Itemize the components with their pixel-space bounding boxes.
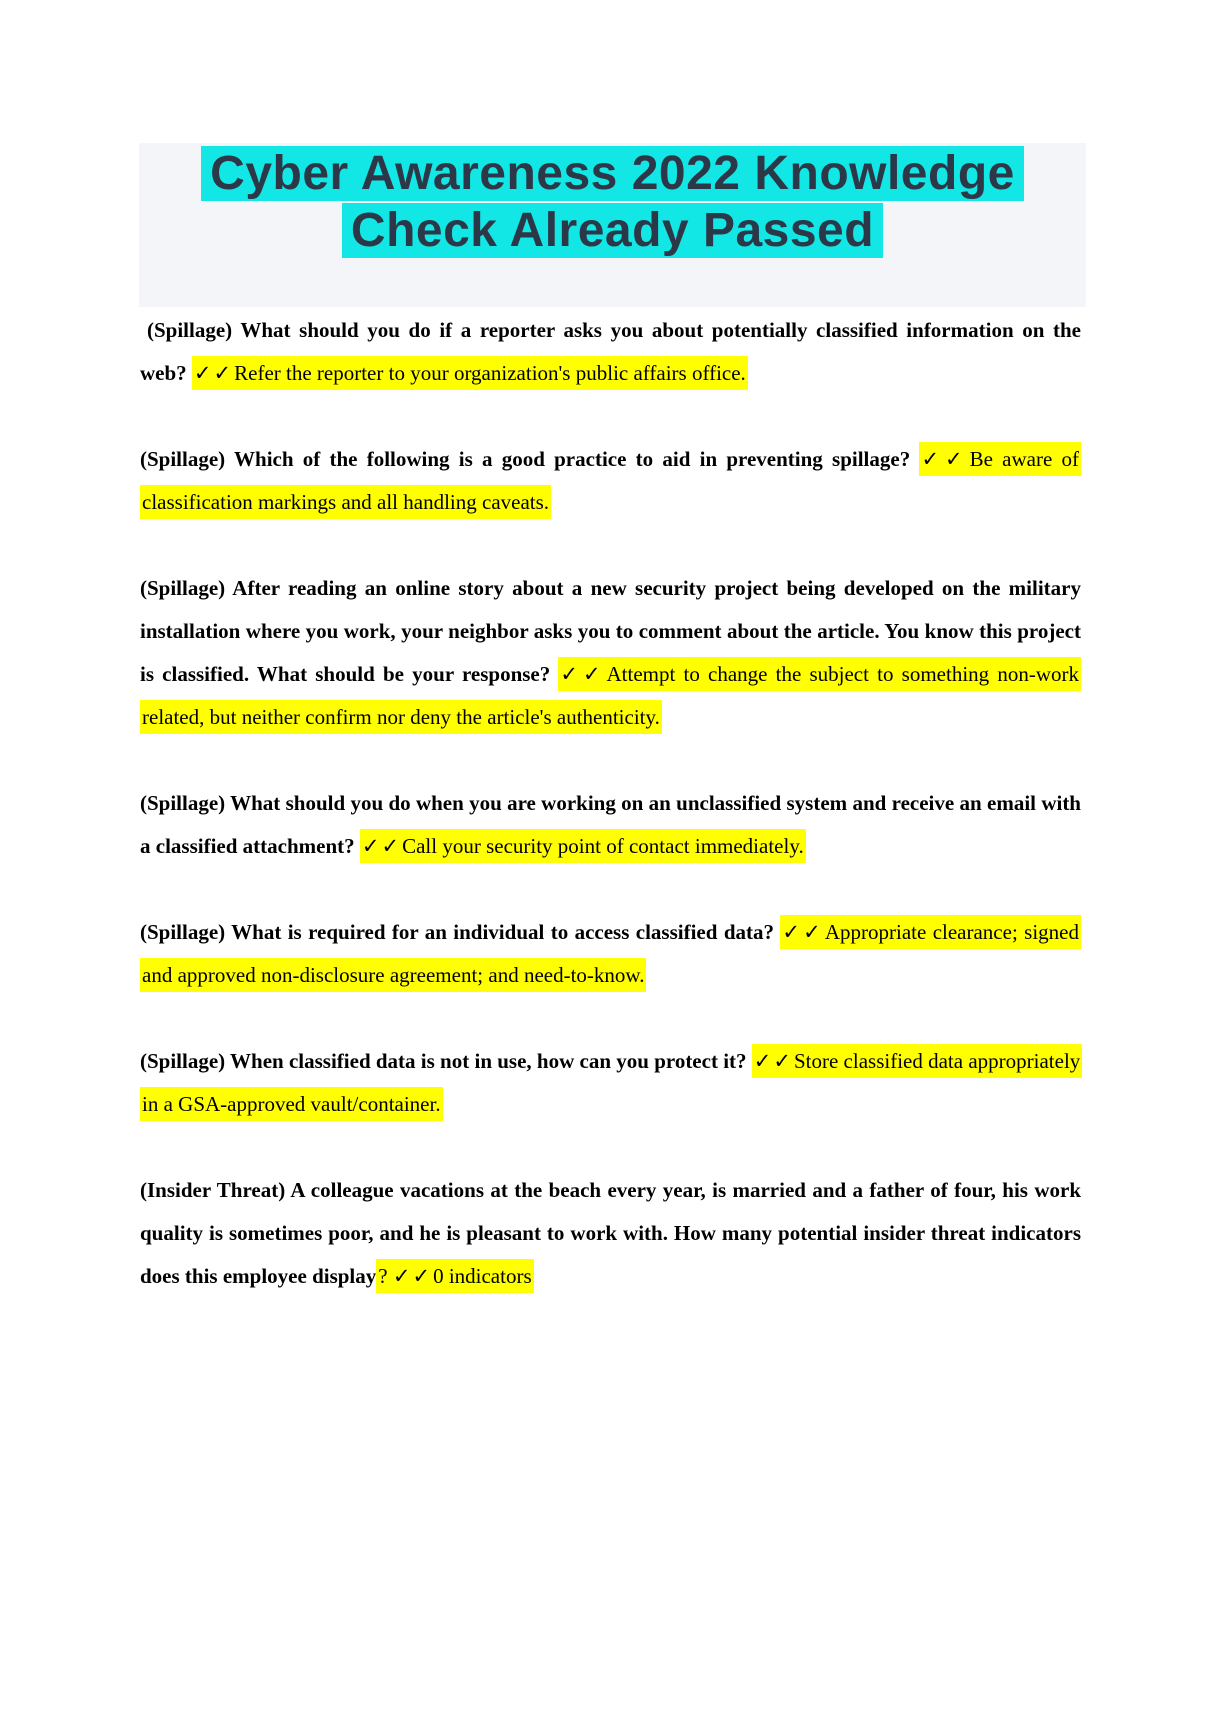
answer-text: Attempt to change the subject to somethi… [142, 662, 1079, 729]
qa-item: (Spillage) What should you do if a repor… [140, 309, 1081, 395]
double-check-icon: ✓✓ [782, 920, 824, 944]
answer-text: Refer the reporter to your organization'… [234, 361, 746, 385]
qa-item: (Spillage) After reading an online story… [140, 567, 1081, 739]
qa-item: (Spillage) When classified data is not i… [140, 1040, 1083, 1126]
title-line-1: Cyber Awareness 2022 Knowledge [201, 146, 1024, 201]
question-text: (Insider Threat) A colleague vacations a… [140, 1178, 1081, 1288]
qa-item: (Spillage) What should you do when you a… [140, 782, 1081, 868]
double-check-icon: ✓✓ [921, 447, 969, 471]
question-text: (Spillage) After reading an online story… [140, 576, 1081, 686]
answer-text: Call your security point of contact imme… [402, 834, 804, 858]
answer-text: Store classified data appropriately in a… [142, 1049, 1081, 1116]
double-check-icon: ✓✓ [392, 1264, 433, 1288]
question-text: (Spillage) What is required for an indiv… [140, 920, 781, 944]
title-line-2: Check Already Passed [341, 203, 884, 258]
question-text: (Spillage) What should you do if a repor… [140, 318, 1081, 385]
double-check-icon: ✓✓ [560, 662, 606, 686]
qa-item: (Spillage) What is required for an indiv… [140, 911, 1081, 997]
double-check-icon: ✓✓ [361, 834, 402, 858]
qa-item: (Spillage) Which of the following is a g… [140, 438, 1081, 524]
answer-text: Appropriate clearance; signed and approv… [142, 920, 1079, 987]
qa-list: (Spillage) What should you do if a repor… [140, 309, 1083, 1298]
answer-text: Be aware of classification markings and … [142, 447, 1079, 514]
answer-lead: ? [378, 1264, 393, 1288]
question-text: (Spillage) Which of the following is a g… [140, 447, 920, 471]
question-text: (Spillage) What should you do when you a… [140, 791, 1081, 858]
double-check-icon: ✓✓ [193, 361, 234, 385]
answer-text: 0 indicators [433, 1264, 532, 1288]
answer-highlight: ✓✓Call your security point of contact im… [359, 829, 806, 863]
answer-highlight: ? ✓✓0 indicators [376, 1259, 534, 1293]
answer-highlight: ✓✓Refer the reporter to your organizatio… [191, 356, 748, 390]
double-check-icon: ✓✓ [753, 1049, 793, 1073]
qa-item: (Insider Threat) A colleague vacations a… [140, 1169, 1081, 1298]
question-text: (Spillage) When classified data is not i… [140, 1049, 752, 1073]
